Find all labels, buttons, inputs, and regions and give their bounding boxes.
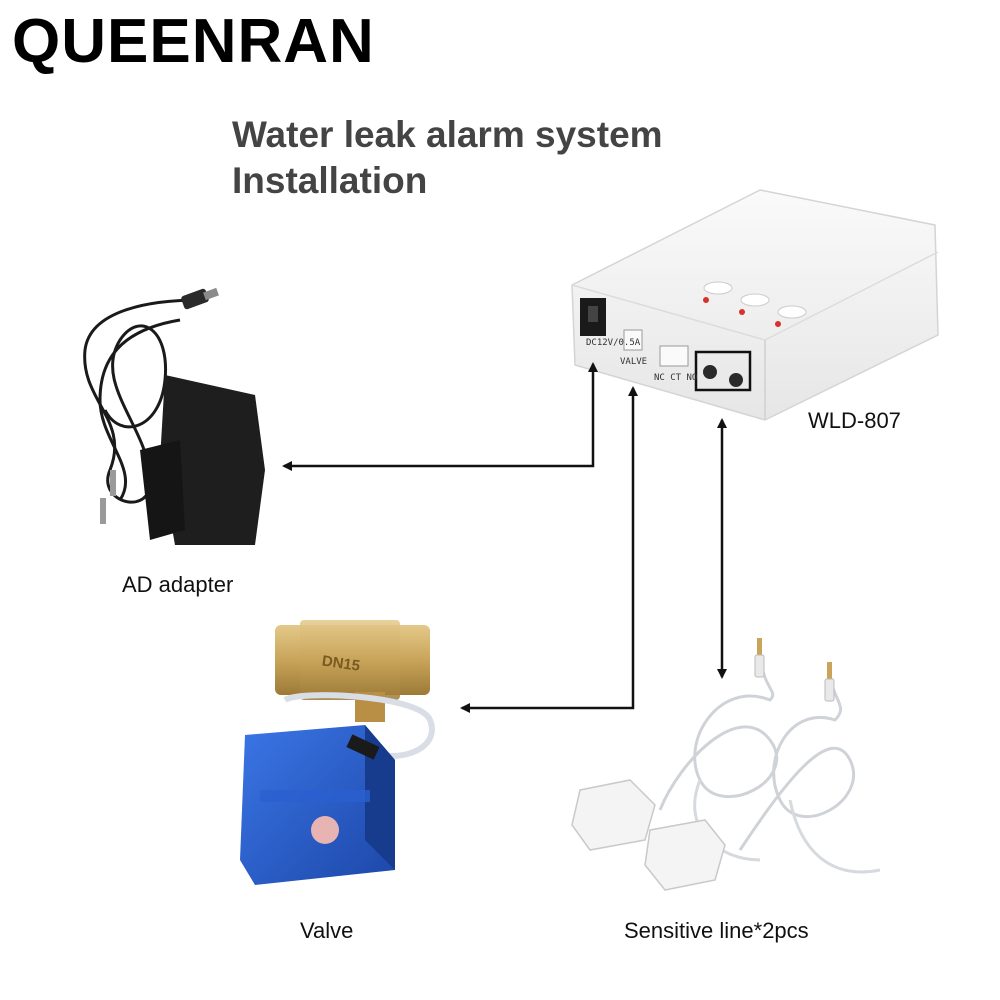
arrow-adapter-to-power [282, 362, 598, 471]
brand-logo: QUEENRAN [12, 7, 375, 76]
controller-box-icon: DC12V/0.5A VALVE NC CT NO [571, 189, 939, 421]
page-title: Water leak alarm system Installation [232, 112, 663, 204]
power-adapter-icon [83, 287, 265, 545]
sensor-label: Sensitive line*2pcs [624, 918, 809, 943]
title-line-2: Installation [232, 160, 428, 201]
controller-label: WLD-807 [808, 408, 901, 433]
arrow-valve-to-port [460, 386, 638, 713]
valve-label: Valve [300, 918, 354, 943]
title-line-1: Water leak alarm system [232, 114, 663, 155]
port-power-label: DC12V/0.5A [586, 338, 641, 348]
port-relay-label: NC CT NO [654, 373, 697, 383]
motorized-valve-icon: DN15 [240, 620, 435, 885]
valve-marking: DN15 [321, 653, 361, 675]
adapter-label: AD adapter [122, 572, 234, 597]
sensor-cable-icon [571, 638, 881, 891]
connection-arrows [282, 362, 727, 713]
port-valve-label: VALVE [620, 357, 647, 367]
